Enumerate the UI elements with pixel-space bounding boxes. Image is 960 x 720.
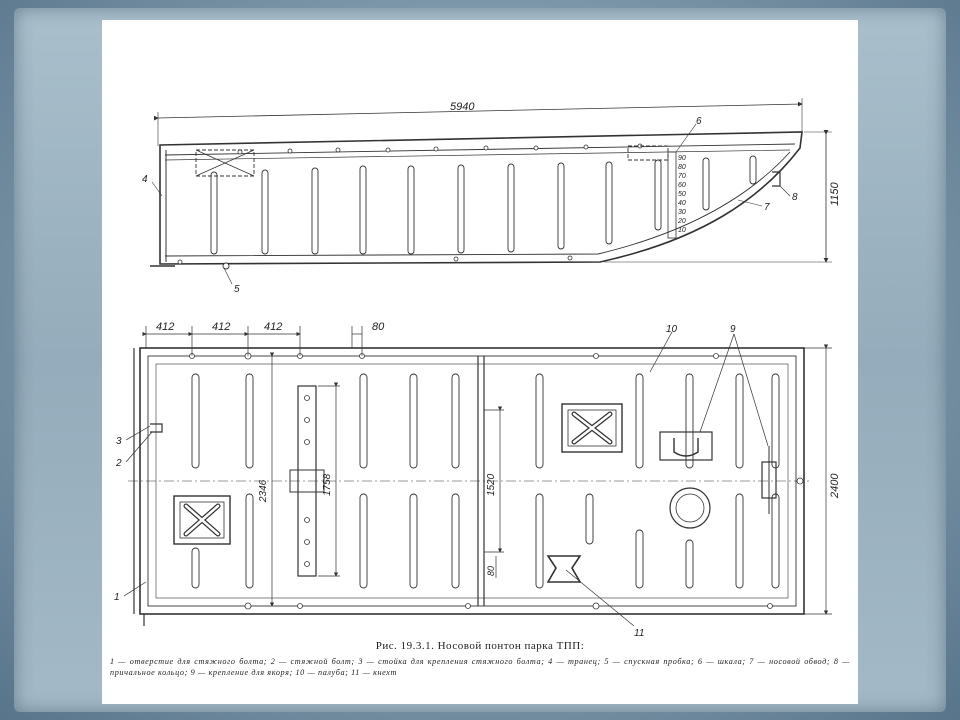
- inner-length-dimension: 2346: [258, 479, 269, 503]
- callout-7: 7: [764, 202, 770, 213]
- callout-2: 2: [115, 458, 122, 469]
- plan-view: [123, 326, 832, 627]
- callout-6: 6: [696, 116, 702, 127]
- scale-mark: 20: [677, 218, 686, 225]
- spacing-dimension: 412: [156, 321, 174, 333]
- scale-mark: 40: [678, 200, 686, 207]
- spacing-dimension: 80: [372, 321, 385, 333]
- spacing-dimension: 412: [212, 321, 230, 333]
- callout-3: 3: [116, 436, 122, 447]
- figure-caption-legend: 1 — отверстие для стяжного болта; 2 — ст…: [110, 657, 850, 677]
- width-dimension: 2400: [829, 473, 841, 499]
- callout-11: 11: [634, 628, 644, 639]
- spacing-dimension: 412: [264, 321, 282, 333]
- scale-mark: 10: [678, 227, 686, 234]
- side-view-labels: 5940 1150 90 80 70 60 50 40 30 20 10 4 5…: [142, 101, 841, 295]
- scale-mark: 60: [678, 182, 686, 189]
- height-dimension: 1150: [829, 181, 841, 206]
- small-dimension: 80: [486, 566, 496, 576]
- scale-mark: 50: [678, 191, 686, 198]
- callout-1: 1: [114, 592, 120, 603]
- scale-mark: 70: [678, 173, 686, 180]
- callout-10: 10: [666, 324, 678, 335]
- scale-mark: 80: [678, 164, 686, 171]
- callout-8: 8: [792, 192, 798, 203]
- callout-5: 5: [234, 284, 240, 295]
- scale-mark: 30: [678, 209, 686, 216]
- callout-9: 9: [730, 324, 736, 335]
- plate-length-dimension: 1758: [322, 473, 333, 496]
- middle-dimension: 1520: [486, 473, 497, 496]
- side-view: [150, 98, 832, 285]
- length-dimension: 5940: [450, 101, 475, 113]
- scale-mark: 90: [678, 155, 686, 162]
- callout-4: 4: [142, 174, 148, 185]
- scale-marks: 90 80 70 60 50 40 30 20 10: [677, 155, 686, 234]
- plan-view-labels: 412 412 412 80 2346 1758 1520 80 2400 1 …: [114, 321, 841, 639]
- figure-caption-title: Рис. 19.3.1. Носовой понтон парка ТПП:: [375, 640, 585, 652]
